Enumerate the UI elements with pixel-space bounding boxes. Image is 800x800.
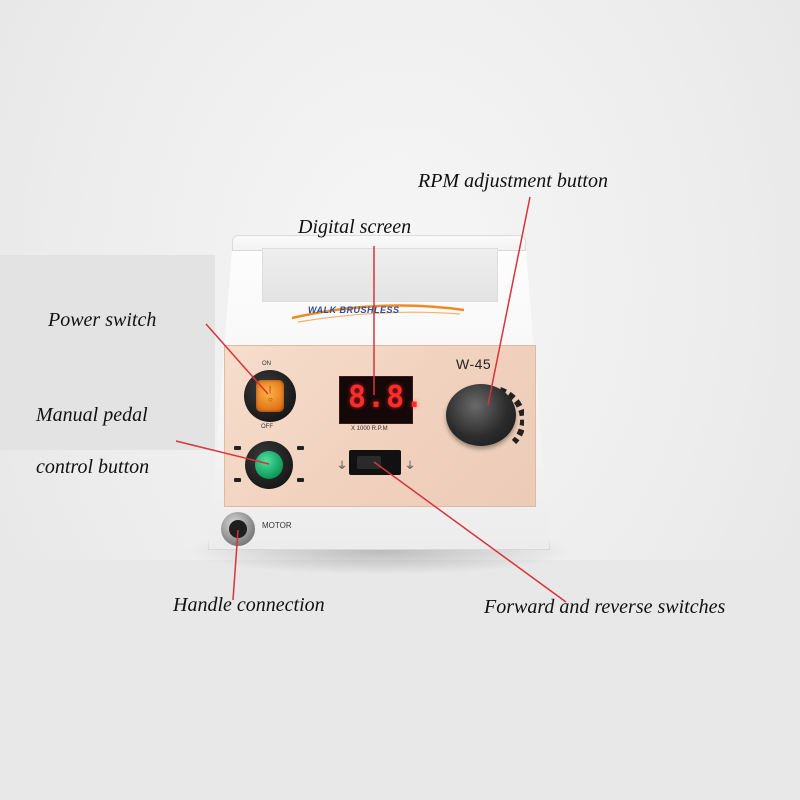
manual-pedal-control-button[interactable] xyxy=(255,451,283,479)
power-off-label: OFF xyxy=(261,424,273,430)
forward-reverse-label: Forward and reverse switches xyxy=(484,596,726,618)
pedal-mode-icon xyxy=(297,478,304,482)
motor-label: MOTOR xyxy=(262,521,292,530)
rpm-adjustment-knob[interactable] xyxy=(446,384,516,446)
rpm-adjustment-label: RPM adjustment button xyxy=(418,170,608,192)
power-symbol-icon: |○ xyxy=(268,385,273,404)
brand-logo: WALK BRUSHLESS xyxy=(288,300,468,326)
manual-pedal-label-line1: Manual pedal xyxy=(36,404,148,426)
pedal-mode-icon xyxy=(234,446,241,450)
motor-port-pins-icon xyxy=(229,520,247,538)
pedal-mode-icon xyxy=(297,446,304,450)
digital-screen-label: Digital screen xyxy=(298,216,412,238)
display-unit-label: X 1000 R.P.M xyxy=(351,426,388,432)
power-on-label: ON xyxy=(262,361,271,367)
background-shelf xyxy=(0,255,215,450)
digital-screen xyxy=(339,376,413,424)
brand-swoosh-icon xyxy=(291,304,465,323)
brand-text: WALK BRUSHLESS xyxy=(308,305,400,315)
handle-connection-label: Handle connection xyxy=(173,594,325,616)
reverse-direction-icon: ⏚ xyxy=(337,461,347,472)
forward-reverse-rocker[interactable] xyxy=(357,456,381,469)
manual-pedal-label-line2: control button xyxy=(36,456,150,478)
pedal-mode-icon xyxy=(234,478,241,482)
display-digits: 8.8. xyxy=(348,380,425,415)
model-label: W-45 xyxy=(456,356,492,372)
device-top-window xyxy=(262,248,498,302)
rpm-scale-icon xyxy=(498,387,524,445)
forward-direction-icon: ⏚ xyxy=(405,461,415,472)
power-switch-label: Power switch xyxy=(48,309,157,331)
